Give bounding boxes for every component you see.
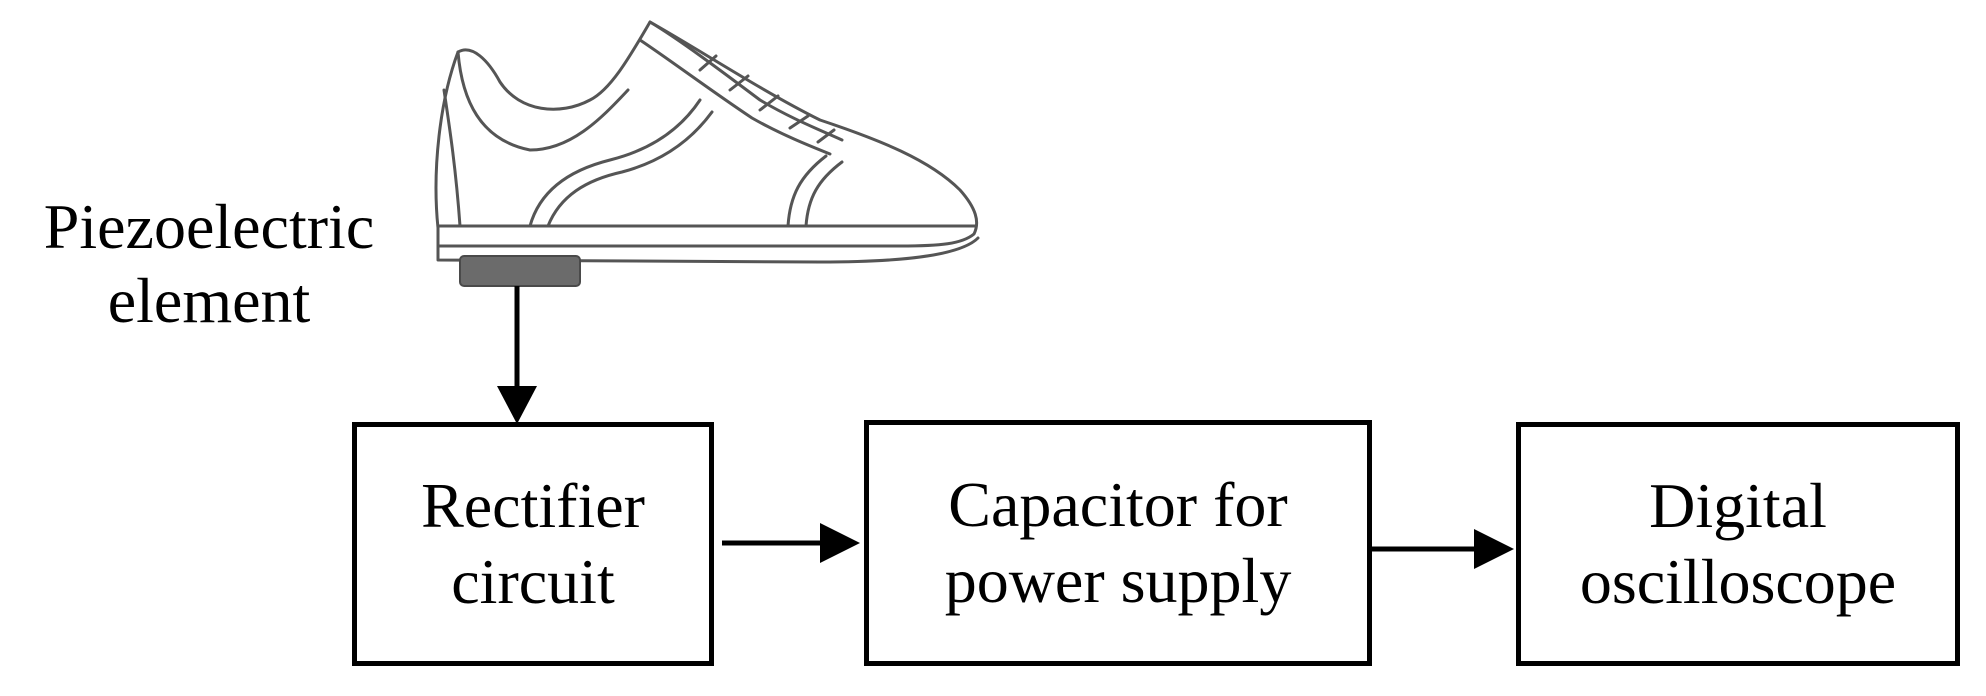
capacitor-line1: Capacitor for [948, 469, 1288, 540]
rectifier-line2: circuit [451, 546, 615, 617]
piezoelectric-element-icon [459, 255, 581, 287]
oscilloscope-line2: oscilloscope [1579, 546, 1897, 617]
capacitor-block: Capacitor for power supply [864, 420, 1372, 666]
oscilloscope-line1: Digital [1649, 470, 1827, 541]
arrow-piezo-to-rectifier [497, 286, 537, 424]
digital-oscilloscope-block: Digital oscilloscope [1516, 422, 1960, 666]
arrow-capacitor-to-oscilloscope [1372, 529, 1514, 569]
piezo-label-line1: Piezoelectric [43, 191, 375, 262]
capacitor-line2: power supply [944, 545, 1292, 616]
shoe-icon [434, 20, 980, 264]
arrow-rectifier-to-capacitor [722, 523, 860, 563]
rectifier-line1: Rectifier [421, 470, 645, 541]
piezoelectric-element-label: Piezoelectric element [14, 190, 404, 338]
rectifier-circuit-block: Rectifier circuit [352, 422, 714, 666]
piezo-label-line2: element [107, 265, 311, 336]
